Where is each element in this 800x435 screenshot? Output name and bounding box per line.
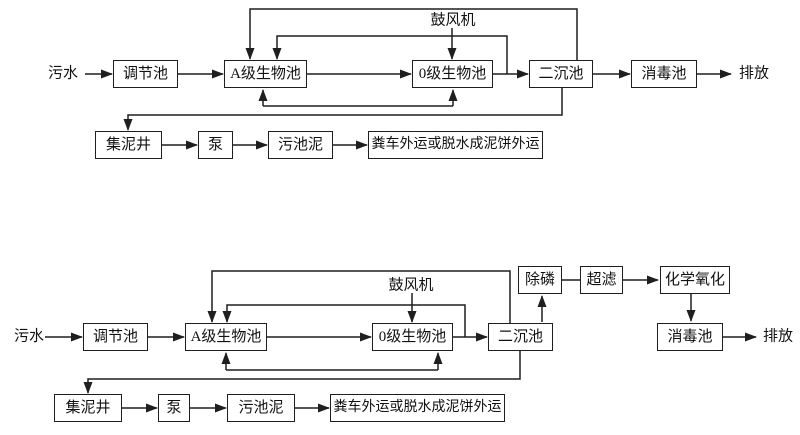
label-bottom-blower: 鼓风机 bbox=[388, 277, 434, 294]
box-bottom-a-bio-tank: A级生物池 bbox=[185, 323, 267, 351]
box-bottom-regulating-tank: 调节池 bbox=[83, 323, 148, 351]
box-bottom-pump: 泵 bbox=[158, 394, 190, 422]
box-bottom-o-bio-tank: 0级生物池 bbox=[372, 323, 453, 351]
box-bottom-sludge-tank: 污池泥 bbox=[227, 394, 295, 422]
box-top-pump: 泵 bbox=[198, 131, 233, 159]
line-bottom-secondary-to-mudwell bbox=[83, 351, 521, 394]
box-top-disinfection-tank: 消毒池 bbox=[631, 60, 697, 88]
box-bottom-disinfection-tank: 消毒池 bbox=[657, 323, 723, 351]
line-top-secondary-return-to-abio bbox=[245, 8, 578, 60]
box-top-o-bio-tank: 0级生物池 bbox=[412, 60, 493, 88]
line-bottom-secondary-return-to-abio bbox=[207, 270, 511, 323]
label-bottom-discharge: 排放 bbox=[762, 328, 794, 345]
box-top-a-bio-tank: A级生物池 bbox=[224, 60, 307, 88]
box-top-regulating-tank: 调节池 bbox=[113, 60, 178, 88]
line-top-secondary-to-mudwell bbox=[123, 88, 563, 131]
box-bottom-mud-collection-well: 集泥井 bbox=[54, 394, 122, 422]
box-bottom-ultrafiltration: 超滤 bbox=[580, 266, 623, 294]
line-top-recycle-to-abio bbox=[272, 35, 508, 74]
box-top-sludge-transport: 粪车外运或脱水成泥饼外运 bbox=[368, 131, 543, 159]
label-top-discharge: 排放 bbox=[738, 65, 770, 82]
box-bottom-secondary-sedimentation: 二沉池 bbox=[488, 323, 553, 351]
box-top-secondary-sedimentation: 二沉池 bbox=[529, 60, 593, 88]
label-top-sewage: 污水 bbox=[47, 65, 79, 82]
box-top-mud-collection-well: 集泥井 bbox=[95, 131, 162, 159]
box-bottom-chemical-oxidation: 化学氧化 bbox=[660, 266, 730, 294]
box-bottom-phosphorus-removal: 除磷 bbox=[518, 266, 562, 294]
box-bottom-sludge-transport: 粪车外运或脱水成泥饼外运 bbox=[330, 394, 505, 422]
box-top-sludge-tank: 污池泥 bbox=[268, 131, 333, 159]
label-bottom-sewage: 污水 bbox=[13, 328, 45, 345]
label-top-blower: 鼓风机 bbox=[430, 12, 476, 29]
line-bottom-recycle-to-abio bbox=[222, 304, 466, 337]
